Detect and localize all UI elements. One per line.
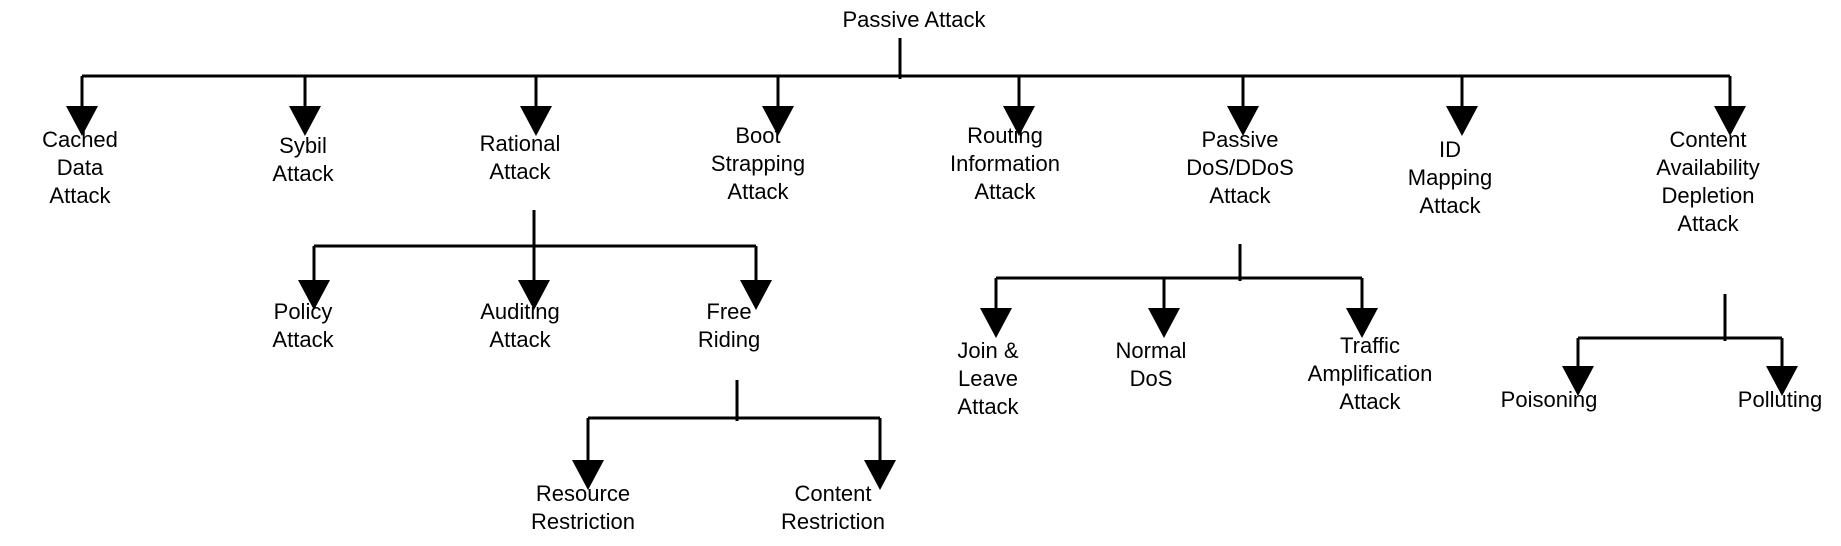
node-label-line: Amplification [1307,361,1433,386]
arrowhead [518,280,550,310]
node-label-line: Polluting [1737,387,1823,412]
node-label-line: Passive [1201,127,1279,152]
node-label-line: Restriction [531,509,635,534]
node-label-line: Attack [1339,389,1401,414]
node-label-line: Cached [42,127,118,152]
node-label-line: Attack [727,179,789,204]
arrowhead [1714,106,1746,136]
node-label-line: Information [949,151,1061,176]
node-label-line: Attack [272,327,334,352]
node-poisoning: Poisoning [1501,386,1598,414]
arrowhead [1446,106,1478,136]
node-label-line: Traffic [1340,333,1400,358]
node-label-line: Sybil [279,133,327,158]
node-label-line: Attack [49,183,111,208]
node-label-line: Join & [957,338,1019,363]
node-label-line: Auditing [480,299,560,324]
node-label-line: Policy [273,299,333,324]
arrowhead [1766,366,1798,396]
node-label-line: Leave [958,366,1018,391]
node-label-line: Riding [697,327,761,352]
arrowhead [1003,106,1035,136]
node-label-line: Attack [1209,183,1271,208]
node-label-line: Depletion [1661,183,1755,208]
node-label-line: Attack [1677,211,1739,236]
node-label-line: Attack [272,161,334,186]
node-label-line: Data [56,155,104,180]
node-label-line: Rational [479,131,561,156]
node-label-line: Attack [1419,193,1481,218]
node-label-line: Mapping [1407,165,1493,190]
arrowhead [1346,308,1378,338]
arrowhead [1148,308,1180,338]
node-label-line: Content [794,481,872,506]
node-label-line: Attack [974,179,1036,204]
node-label-line: Restriction [781,509,885,534]
node-label-line: Routing [967,123,1043,148]
node-label-line: Attack [957,394,1019,419]
arrowhead [864,460,896,490]
node-label-line: Strapping [710,151,806,176]
node-label-line: ID [1438,137,1461,162]
node-label-line: Attack [489,327,551,352]
node-label-line: Availability [1656,155,1760,180]
node-polluting: Polluting [1738,386,1822,414]
node-root: Passive Attack [842,6,985,34]
arrowhead [520,106,552,136]
node-label-line: DoS [1129,366,1173,391]
node-label-line: Normal [1115,338,1187,363]
node-label-line: Content [1669,127,1747,152]
arrowhead [740,280,772,310]
node-label-line: Poisoning [1500,387,1598,412]
node-label-line: Boot [735,123,781,148]
node-label-line: Free [706,299,752,324]
arrowhead [1562,366,1594,396]
node-label-line: DoS/DDoS [1186,155,1294,180]
arrowhead [66,106,98,136]
arrowhead [1227,106,1259,136]
arrowhead [289,106,321,136]
arrowhead [762,106,794,136]
arrowhead [298,280,330,310]
node-label-line: Passive Attack [842,7,986,32]
node-label-line: Resource [535,481,631,506]
arrowhead [980,308,1012,338]
node-label-line: Attack [489,159,551,184]
arrowhead [572,460,604,490]
